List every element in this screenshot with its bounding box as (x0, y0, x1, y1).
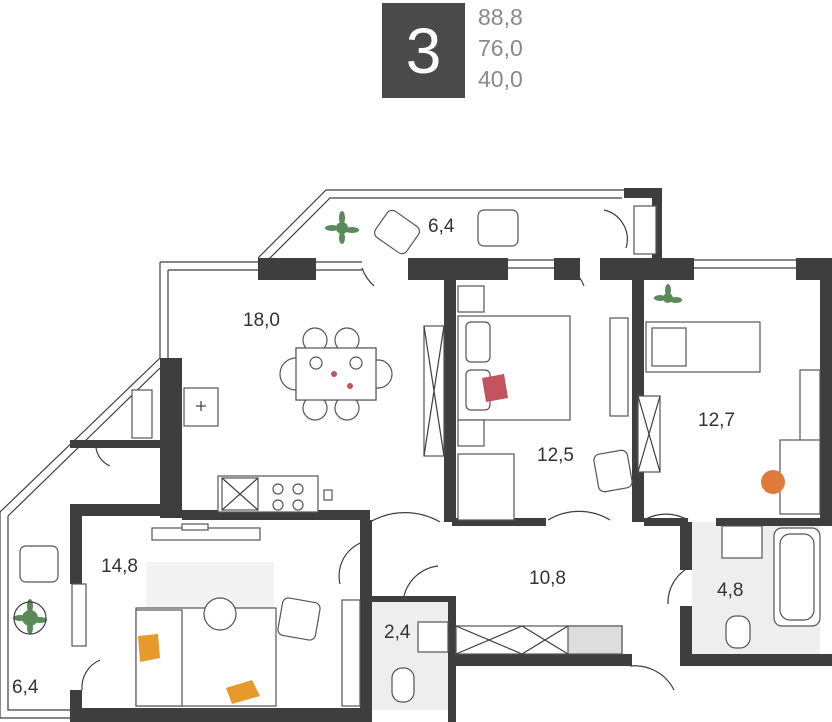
room-label-wc: 2,4 (384, 622, 411, 643)
rooms-area-total: 40,0 (478, 66, 523, 92)
room-label-balcony-top: 6,4 (428, 216, 455, 237)
rooms-count-badge: 3 (382, 3, 465, 98)
room-label-bathroom: 4,8 (717, 580, 743, 601)
bedroom-small-furniture (637, 284, 821, 515)
room-labels: 6,4 18,0 12,5 12,7 14,8 10,8 4,8 2,4 6,4 (12, 216, 743, 698)
total-area: 88,8 (478, 4, 523, 30)
rooms-count: 3 (405, 14, 442, 87)
living-room-furniture (71, 523, 361, 707)
room-label-hallway: 10,8 (529, 568, 566, 589)
room-label-bedroom-main: 12,5 (537, 445, 574, 466)
dining-table (279, 327, 393, 421)
hallway-wardrobe (455, 625, 623, 655)
living-area-total: 76,0 (478, 35, 523, 61)
balcony-left-furniture (13, 389, 153, 635)
balcony-top-furniture (325, 205, 657, 255)
area-summary: 88,8 76,0 40,0 (478, 2, 568, 95)
room-label-balcony-left: 6,4 (12, 677, 39, 698)
kitchen-furniture (183, 325, 445, 513)
room-label-bedroom-small: 12,7 (698, 410, 735, 431)
plant-icon (325, 211, 359, 244)
doors (81, 209, 693, 691)
room-label-kitchen-living: 18,0 (243, 310, 280, 331)
plant-icon (654, 284, 682, 303)
room-label-living-room: 14,8 (101, 556, 138, 577)
bathroom-fixtures (391, 525, 821, 703)
walls (70, 188, 832, 722)
bedroom-main-furniture (457, 285, 633, 521)
